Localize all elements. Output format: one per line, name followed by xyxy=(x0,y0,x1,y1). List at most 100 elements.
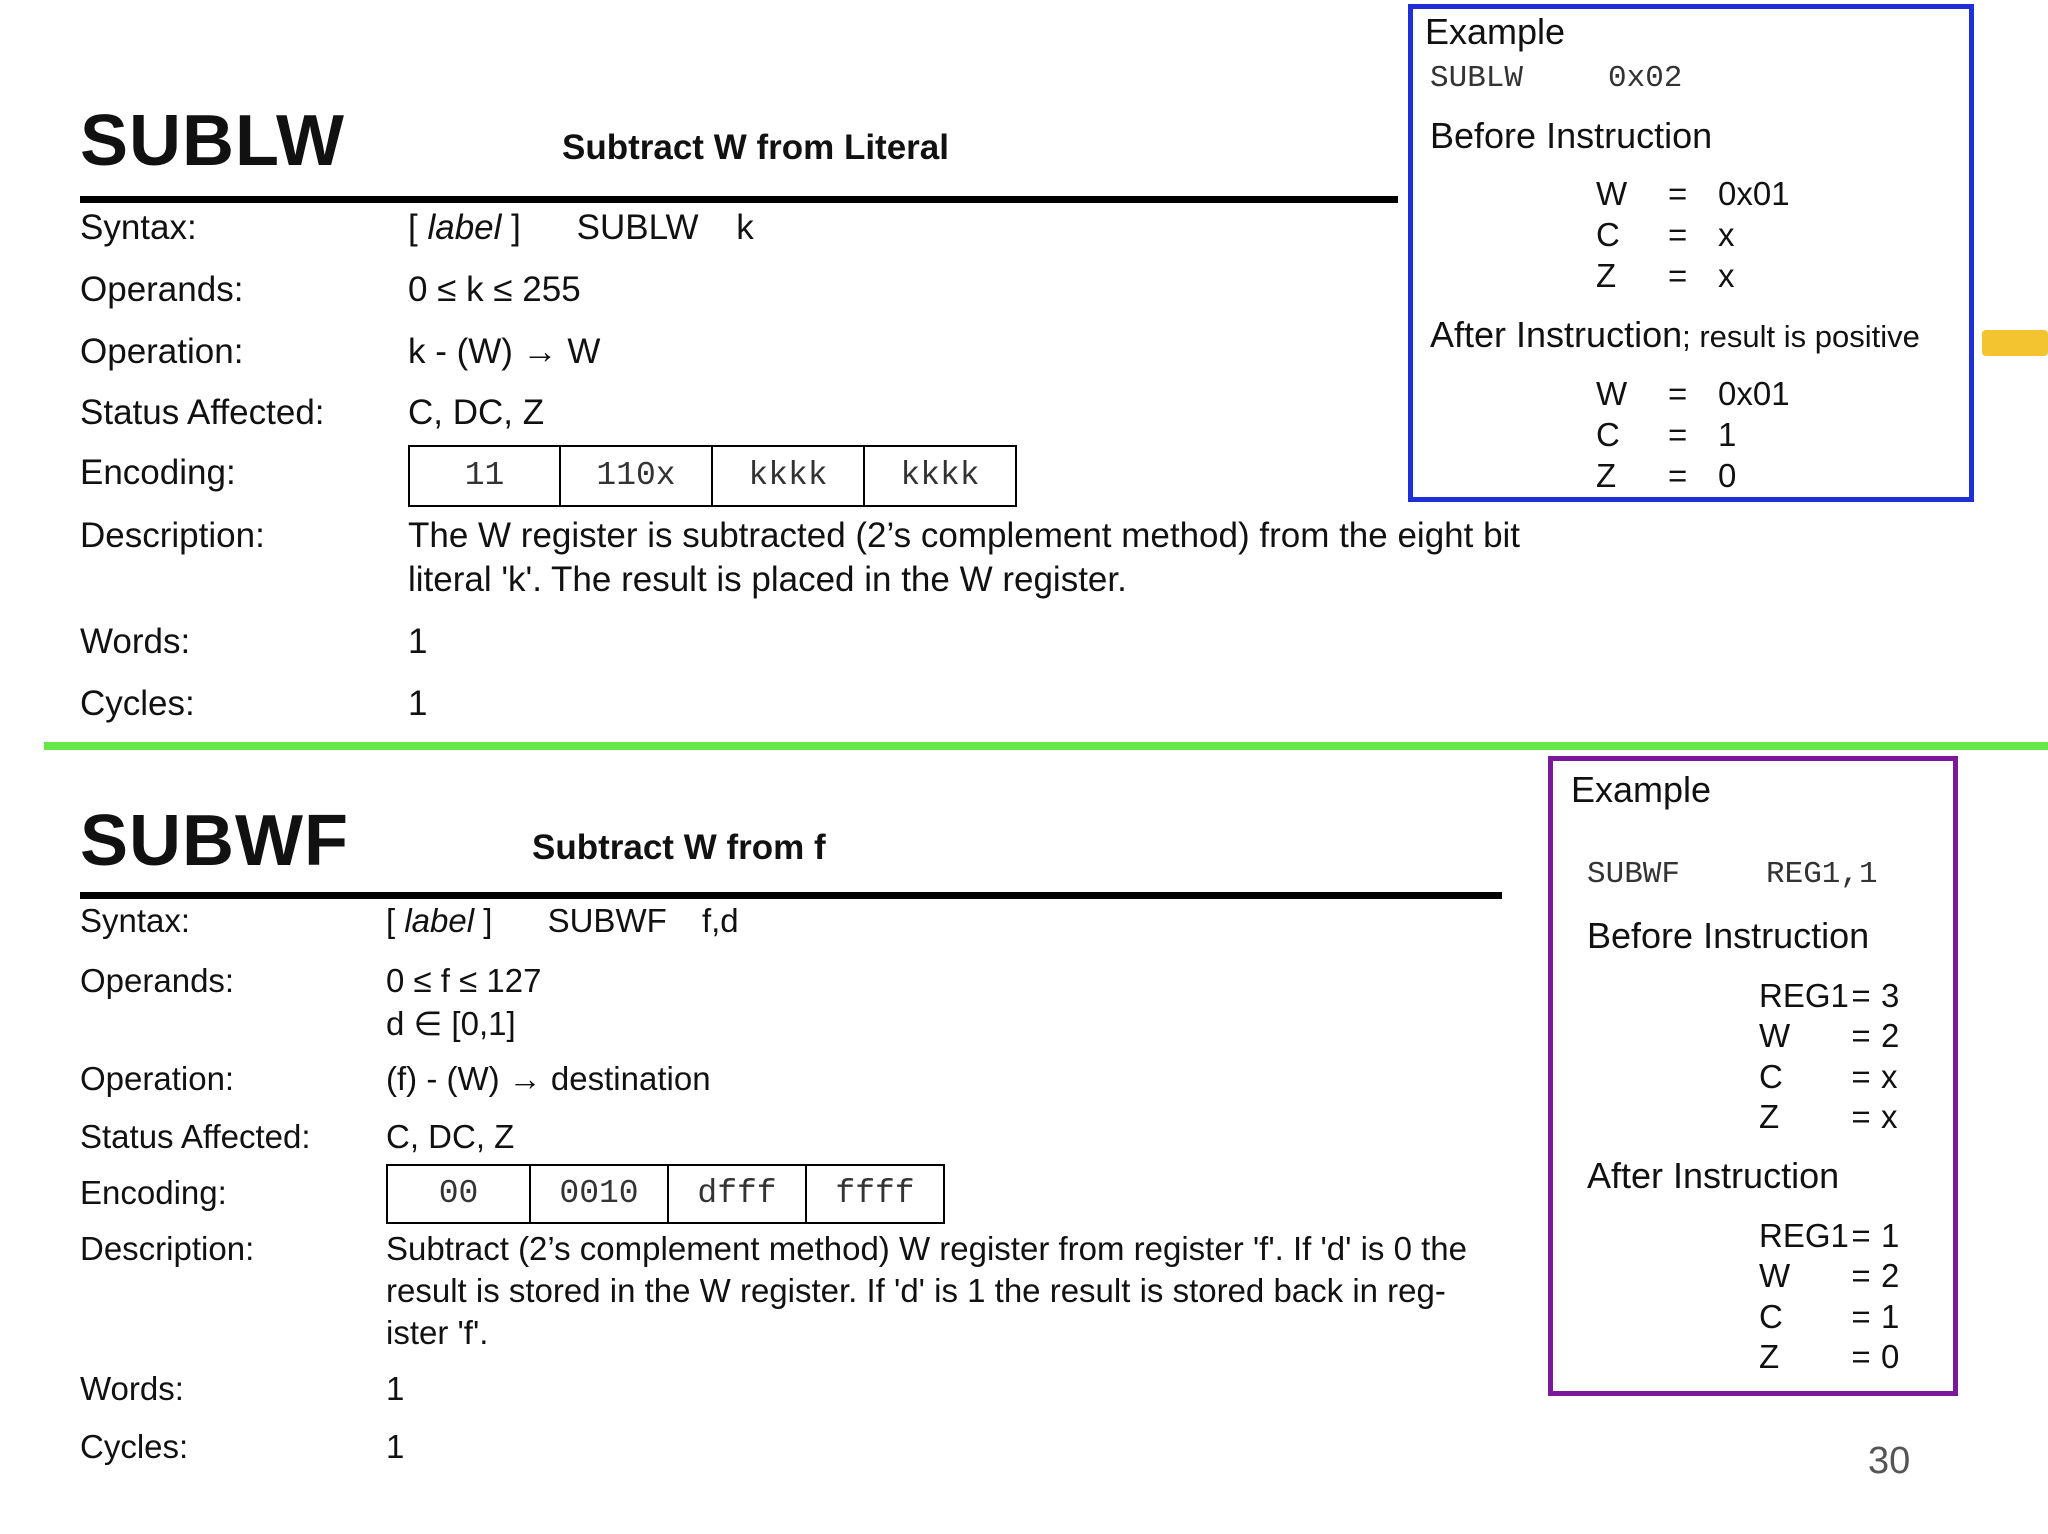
subwf-syntax-close: ] xyxy=(483,902,493,939)
equals-sign: = xyxy=(1668,175,1688,212)
sublw-syntax-open: [ xyxy=(408,208,418,247)
subwf-description-line1: Subtract (2’s complement method) W regis… xyxy=(386,1230,1467,1267)
subwf-encoding-label: Encoding: xyxy=(80,1174,227,1211)
subwf-words-label: Words: xyxy=(80,1370,184,1407)
register-name: C xyxy=(1759,1058,1783,1095)
section-separator xyxy=(44,742,2048,750)
example2-box: Example SUBWF REG1,1 Before Instruction … xyxy=(1548,756,1958,1396)
equals-sign: = xyxy=(1668,416,1688,453)
register-value: 0 xyxy=(1718,457,1737,494)
sublw-description-line2: literal 'k'. The result is placed in the… xyxy=(408,560,1127,599)
sublw-words-value: 1 xyxy=(408,622,428,661)
sublw-operands-label: Operands: xyxy=(80,270,244,309)
example2-after-row: C=1 xyxy=(1759,1298,1899,1336)
equals-sign: = xyxy=(1851,1098,1871,1135)
subwf-subtitle: Subtract W from f xyxy=(532,828,826,867)
equals-sign: = xyxy=(1668,257,1688,294)
example2-instruction: SUBWF xyxy=(1587,857,1681,892)
example1-box: Example SUBLW 0x02 Before Instruction W=… xyxy=(1408,4,1974,502)
register-value: x xyxy=(1718,216,1735,253)
register-name: W xyxy=(1596,375,1628,412)
register-value: 1 xyxy=(1881,1217,1900,1254)
example2-after-row: W = 2 xyxy=(1759,1257,1899,1295)
sublw-operation-label: Operation: xyxy=(80,332,244,371)
example2-before-row: C=x xyxy=(1759,1058,1898,1096)
example1-after-line: After Instruction; result is positive xyxy=(1430,314,1920,356)
example2-heading: Example xyxy=(1571,769,1712,810)
sublw-syntax-arg: k xyxy=(736,208,754,247)
subwf-title: SUBWF xyxy=(80,801,349,881)
register-value: 1 xyxy=(1881,1298,1900,1335)
register-name: C xyxy=(1759,1298,1783,1335)
subwf-description-label: Description: xyxy=(80,1230,255,1267)
register-value: 0x01 xyxy=(1718,375,1790,412)
example2-before-row: Z=x xyxy=(1759,1098,1898,1136)
sublw-encoding-label: Encoding: xyxy=(80,453,236,492)
sublw-operands-value: 0 ≤ k ≤ 255 xyxy=(408,270,581,309)
sublw-description-label: Description: xyxy=(80,516,265,555)
equals-sign: = xyxy=(1668,375,1688,412)
register-name: W xyxy=(1759,1017,1791,1054)
sublw-title: SUBLW xyxy=(80,101,345,181)
subwf-syntax-label-word: label xyxy=(404,902,475,939)
page-number: 30 xyxy=(1868,1440,1911,1482)
subwf-title-rule xyxy=(80,892,1502,899)
subwf-syntax-open: [ xyxy=(386,902,396,939)
example2-after-row: REG1=1 xyxy=(1759,1217,1899,1255)
sublw-encoding-table: 11 110x kkkk kkkk xyxy=(408,445,1017,507)
equals-sign: = xyxy=(1851,1257,1871,1294)
sublw-status-label: Status Affected: xyxy=(80,393,325,432)
register-value: 2 xyxy=(1881,1257,1900,1294)
subwf-words-value: 1 xyxy=(386,1370,405,1407)
subwf-syntax-arg: f,d xyxy=(701,902,739,939)
subwf-encoding-cell: 0010 xyxy=(529,1166,667,1222)
example1-after-row: Z=0 xyxy=(1596,457,1736,495)
example1-before-heading: Before Instruction xyxy=(1430,115,1713,156)
sublw-cycles-value: 1 xyxy=(408,684,428,723)
example2-operand: REG1,1 xyxy=(1766,857,1878,892)
example1-before-row: W = 0x01 xyxy=(1596,175,1790,213)
sublw-encoding-cell: 11 xyxy=(464,457,505,494)
subwf-status-label: Status Affected: xyxy=(80,1118,311,1155)
subwf-encoding-table: 00 0010 dfff ffff xyxy=(386,1164,945,1224)
example1-after-row: W = 0x01 xyxy=(1596,375,1790,413)
example2-before-row: W=2 xyxy=(1759,1017,1899,1055)
sublw-words-label: Words: xyxy=(80,622,191,661)
register-value: x xyxy=(1881,1058,1898,1095)
subwf-operands-label: Operands: xyxy=(80,962,235,999)
example1-before-row: C = x xyxy=(1596,216,1735,254)
sublw-subtitle: Subtract W from Literal xyxy=(562,128,949,167)
equals-sign: = xyxy=(1851,977,1871,1014)
register-name: REG1 xyxy=(1759,977,1849,1014)
sublw-encoding-cell: kkkk xyxy=(711,447,863,505)
sublw-description-line1: The W register is subtracted (2’s comple… xyxy=(408,516,1521,555)
sublw-syntax-label-word: label xyxy=(427,208,502,247)
subwf-encoding-cell: dfff xyxy=(667,1166,805,1222)
subwf-operation-value: (f) - (W) → destination xyxy=(386,1060,711,1097)
subwf-cycles-label: Cycles: xyxy=(80,1428,189,1465)
register-name: W xyxy=(1596,175,1628,212)
example2-after-row: Z=0 xyxy=(1759,1338,1899,1376)
subwf-description-line3: ister 'f'. xyxy=(386,1314,489,1351)
register-value: 1 xyxy=(1718,416,1737,453)
sublw-syntax-mnemonic: SUBLW xyxy=(576,208,699,247)
equals-sign: = xyxy=(1851,1017,1871,1054)
subwf-operation-label: Operation: xyxy=(80,1060,235,1097)
sublw-encoding-cell: 110x xyxy=(559,447,711,505)
register-value: 0x01 xyxy=(1718,175,1790,212)
subwf-syntax-value: [ label ] SUBWF f,d xyxy=(386,902,739,940)
sublw-title-rule xyxy=(80,196,1398,203)
register-name: W xyxy=(1759,1257,1791,1294)
equals-sign: = xyxy=(1668,216,1688,253)
subwf-cycles-value: 1 xyxy=(386,1428,405,1465)
register-name: C xyxy=(1596,416,1620,453)
sublw-syntax-label: Syntax: xyxy=(80,208,197,247)
example2-before-row: REG1=3 xyxy=(1759,977,1899,1015)
subwf-operands-line1: 0 ≤ f ≤ 127 xyxy=(386,962,542,999)
register-name: C xyxy=(1596,216,1620,253)
example2-after-heading: After Instruction xyxy=(1587,1155,1840,1196)
subwf-operands-line2: d ∈ [0,1] xyxy=(386,1005,516,1042)
example1-heading: Example xyxy=(1425,11,1566,52)
register-name: REG1 xyxy=(1759,1217,1849,1254)
sublw-cycles-label: Cycles: xyxy=(80,684,195,723)
